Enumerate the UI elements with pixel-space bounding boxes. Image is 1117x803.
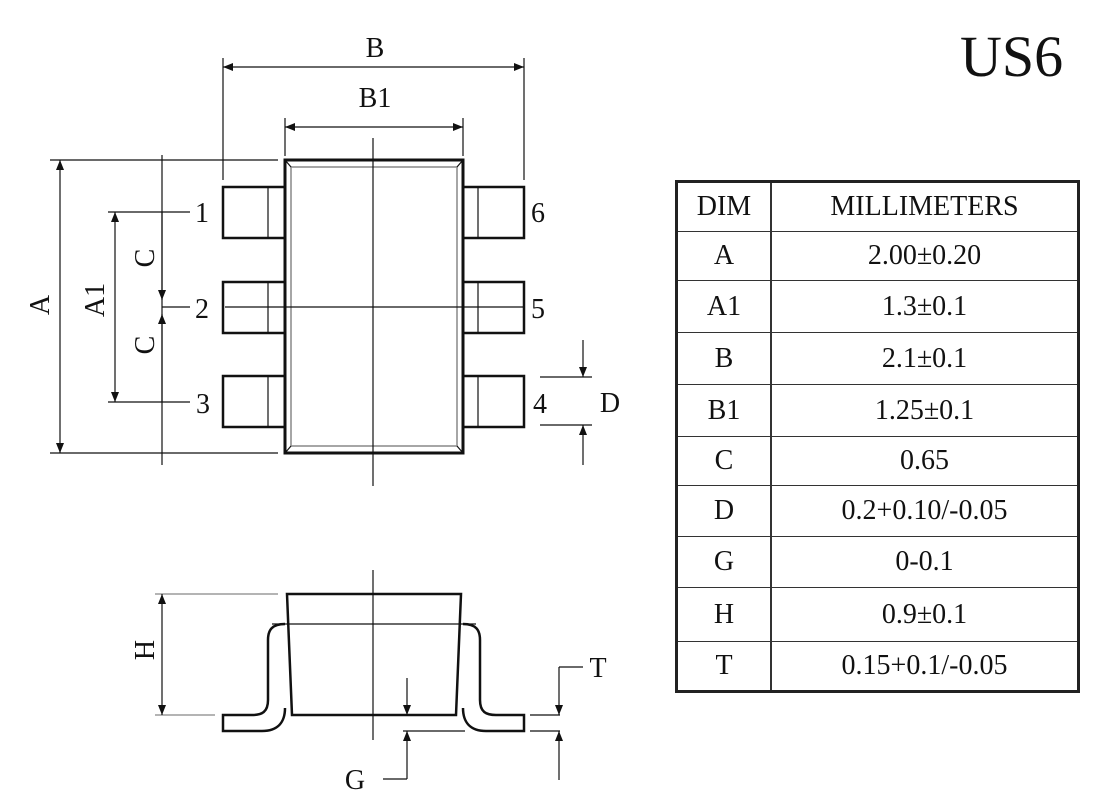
dim-cell: B1 bbox=[676, 384, 772, 437]
label-b: B bbox=[366, 33, 385, 64]
value-cell: 0.15+0.1/-0.05 bbox=[770, 641, 1079, 692]
dim-cell: G bbox=[676, 536, 772, 588]
pin-6-label: 6 bbox=[531, 198, 545, 229]
value-cell: 2.00±0.20 bbox=[770, 231, 1079, 281]
dim-cell: H bbox=[676, 587, 772, 642]
label-b1: B1 bbox=[359, 83, 392, 114]
pin-3-label: 3 bbox=[196, 389, 210, 420]
pin-1-label: 1 bbox=[195, 198, 209, 229]
label-c-upper: C bbox=[130, 249, 161, 268]
label-h: H bbox=[130, 640, 161, 660]
pin-4-label: 4 bbox=[533, 389, 547, 420]
top-view bbox=[221, 138, 526, 486]
dim-cell: A bbox=[676, 231, 772, 281]
header-millimeters: MILLIMETERS bbox=[770, 181, 1079, 232]
value-cell: 0.9±0.1 bbox=[770, 587, 1079, 642]
value-cell: 1.25±0.1 bbox=[770, 384, 1079, 437]
dim-cell: D bbox=[676, 485, 772, 537]
side-view bbox=[221, 570, 526, 740]
label-g: G bbox=[345, 765, 365, 796]
dim-cell: C bbox=[676, 436, 772, 486]
value-cell: 0.65 bbox=[770, 436, 1079, 486]
dim-cell: T bbox=[676, 641, 772, 692]
dim-cell: B bbox=[676, 332, 772, 385]
table-header: DIM MILLIMETERS bbox=[676, 181, 1079, 232]
label-c-lower: C bbox=[130, 336, 161, 355]
value-cell: 0.2+0.10/-0.05 bbox=[770, 485, 1079, 537]
package-title: US6 bbox=[960, 24, 1064, 89]
label-d: D bbox=[600, 388, 620, 419]
label-a1: A1 bbox=[80, 283, 111, 317]
value-cell: 1.3±0.1 bbox=[770, 280, 1079, 333]
value-cell: 2.1±0.1 bbox=[770, 332, 1079, 385]
pin-2-label: 2 bbox=[195, 294, 209, 325]
header-dim: DIM bbox=[676, 181, 772, 232]
label-a: A bbox=[25, 294, 56, 315]
label-t: T bbox=[589, 653, 606, 684]
value-cell: 0-0.1 bbox=[770, 536, 1079, 588]
pin-5-label: 5 bbox=[531, 294, 545, 325]
dim-cell: A1 bbox=[676, 280, 772, 333]
